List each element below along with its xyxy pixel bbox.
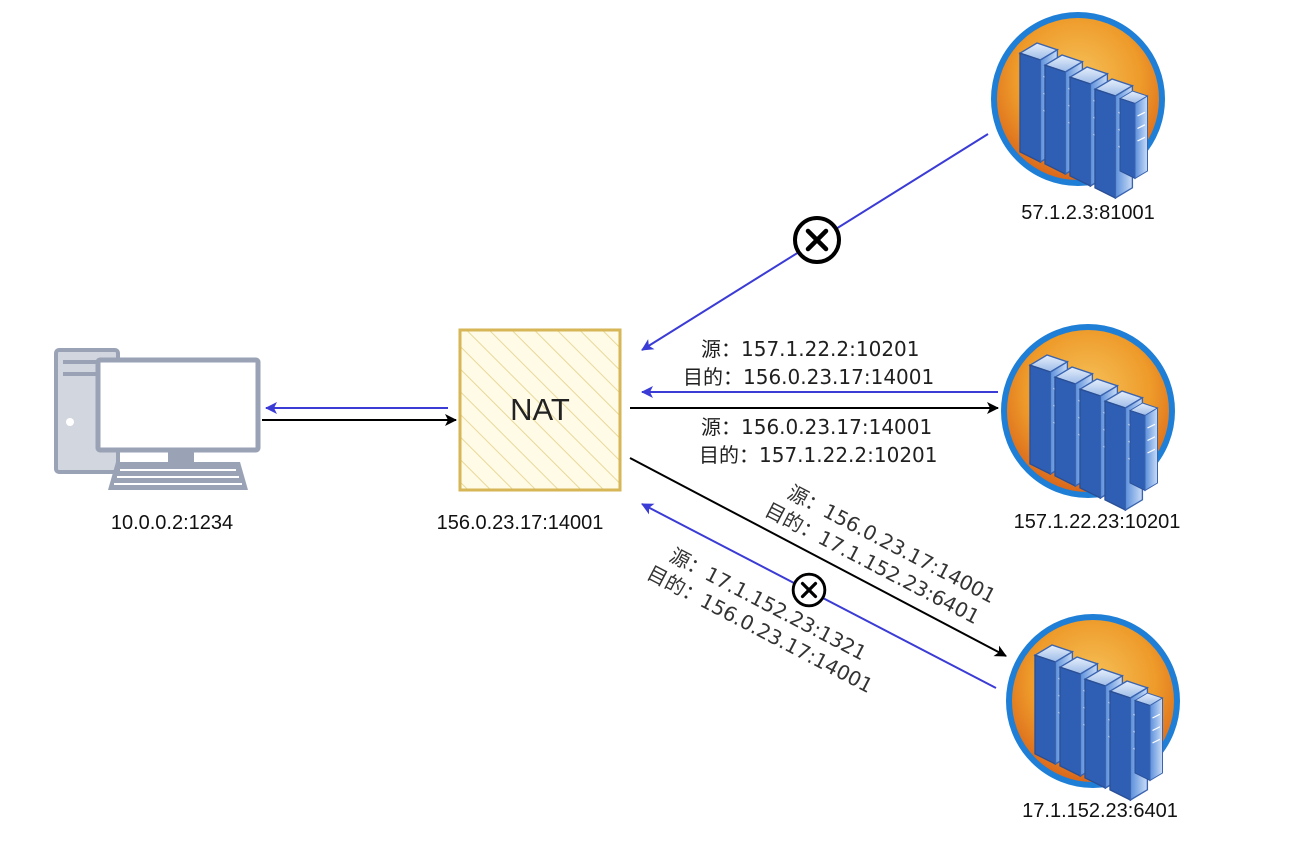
desktop-computer-icon [54, 348, 261, 490]
nat-device: NAT [458, 328, 622, 492]
mid-inbound-dst-label: 目的：156.0.23.17:14001 [683, 365, 934, 389]
server-rack-icon [1004, 327, 1172, 510]
server-rack-icon [994, 15, 1162, 198]
client-address-label: 10.0.0.2:1234 [111, 512, 233, 534]
outbound-arrow-nat-to-bottom-server [629, 457, 1007, 657]
server-bottom-address-label: 17.1.152.23:6401 [1022, 800, 1178, 822]
server-rack-icon [1009, 617, 1177, 800]
nat-title: NAT [510, 392, 570, 427]
server-top-address-label: 57.1.2.3:81001 [1021, 202, 1154, 224]
nat-address-label: 156.0.23.17:14001 [437, 512, 604, 534]
blocked-x-icon [791, 572, 827, 608]
blocked-x-icon [795, 218, 839, 262]
mid-outbound-dst-label: 目的：157.1.22.2:10201 [699, 443, 938, 467]
mid-outbound-src-label: 源：156.0.23.17:14001 [701, 415, 932, 439]
server-mid-address-label: 157.1.22.23:10201 [1014, 511, 1181, 533]
mid-inbound-src-label: 源：157.1.22.2:10201 [701, 337, 920, 361]
